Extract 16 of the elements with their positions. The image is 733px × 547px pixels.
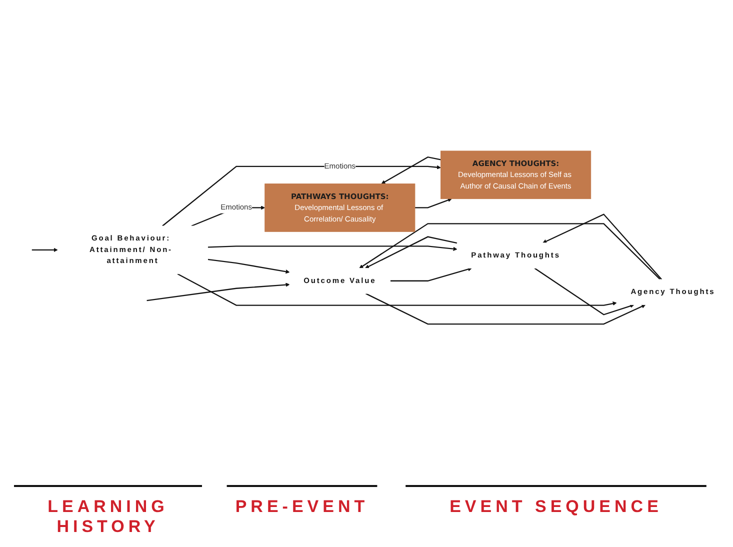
arrow bbox=[359, 223, 661, 280]
phase-label: LEARNING HISTORY bbox=[46, 497, 170, 537]
arrow bbox=[208, 246, 458, 251]
arrow bbox=[32, 248, 58, 252]
arrow bbox=[365, 293, 646, 325]
arrow bbox=[146, 282, 290, 302]
arrow bbox=[390, 267, 472, 282]
arrow bbox=[534, 268, 634, 316]
arrow bbox=[542, 214, 662, 280]
arrow bbox=[364, 236, 458, 268]
phase-label: EVENT SEQUENCE bbox=[450, 497, 662, 517]
arrow bbox=[414, 198, 452, 208]
arrow bbox=[177, 273, 617, 306]
phase-label: PRE-EVENT bbox=[235, 497, 369, 517]
arrow bbox=[381, 156, 441, 184]
arrow bbox=[208, 258, 290, 274]
